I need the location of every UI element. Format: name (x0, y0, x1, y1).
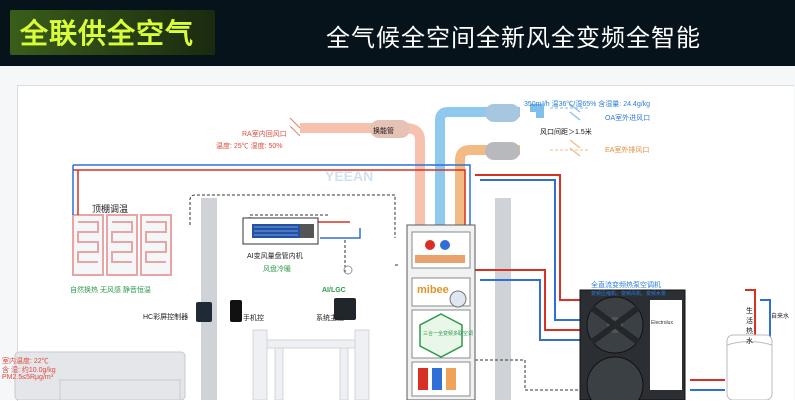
banner-tag: 全联供全空气 (20, 18, 195, 49)
ra-label: RA室内回风口 (242, 131, 287, 138)
fan-coil-unit (242, 217, 319, 245)
sensor-icon (343, 265, 353, 275)
watermark: YEEAN (325, 168, 374, 184)
heat-pump-unit (579, 289, 686, 400)
hot-water-3: 热 (746, 328, 753, 335)
exhaust-duct (455, 145, 520, 238)
hot-water-4: 水 (746, 338, 753, 345)
hc-label: HC彩屏控制器 (143, 314, 189, 321)
central-hub-unit (406, 224, 476, 400)
ea-label: EA室外排风口 (605, 147, 650, 154)
top-banner: 全联供全空气 全气候全空间全新风全变频全智能 (0, 0, 795, 66)
flow-label: 350m³/h 温36℃/湿65% 含湿量: 24.4g/kg (524, 101, 651, 108)
room-humidity-label: 含 湿: 约10.0g/kg (2, 367, 56, 374)
main-ctrl-label: 系统主控 (316, 315, 344, 322)
fan-coil-label: AI变风量盘管内机 (247, 253, 303, 260)
phone-label: 手机控 (243, 315, 264, 322)
tap-water-label: 自来水 (771, 314, 790, 320)
heatpump-brand: Electrolux (651, 320, 673, 326)
oa-label: OA室外进风口 (605, 115, 651, 122)
hot-water-1: 生 (746, 308, 753, 315)
distance-label: 风口间距＞1.5米 (540, 129, 592, 136)
heat-exchange-label: 换能管 (373, 128, 394, 135)
ceiling-label: 顶棚调温 (92, 204, 129, 214)
dining-furniture (252, 329, 370, 400)
room-temp-label: 室内温度: 22℃ (2, 358, 49, 365)
ra-grille-icon (289, 117, 301, 137)
heatpump-title: 全直流变频热泵空调机 (591, 282, 661, 289)
indoor-condition-label: 温度: 25℃ 湿度: 50% (216, 143, 283, 150)
auto-temp-label: 自然换热 无风感 静音恒温 (70, 287, 151, 294)
ea-grille-icon (569, 139, 581, 157)
ceiling-coils (72, 214, 172, 276)
wall-left (201, 198, 217, 400)
hot-water-tank (726, 334, 773, 400)
room-pm-label: PM2.5≤5Rμg/m³ (2, 374, 54, 381)
heatpump-desc: 变频压缩机、变频风机、变频水泵 (591, 291, 667, 297)
phone-icon (230, 300, 242, 322)
oa-grille-icon (569, 103, 581, 121)
fan-coil-mode-label: 风盘冷暖 (263, 266, 291, 273)
wall-right (495, 198, 511, 400)
main-controller-icon (334, 298, 356, 320)
banner-accent (10, 10, 215, 55)
bedroom-furniture (14, 351, 186, 400)
fresh-air-duct (435, 107, 520, 350)
main-ctrl-tag: AI/LGC (322, 287, 346, 294)
hc-controller-icon (196, 302, 212, 322)
hot-water-2: 活 (746, 318, 753, 325)
hub-text: 三合一全变频多联空调 (423, 331, 474, 337)
banner-subtitle: 全气候全空间全新风全变频全智能 (326, 25, 701, 52)
brand-logo: mibee (417, 284, 449, 296)
